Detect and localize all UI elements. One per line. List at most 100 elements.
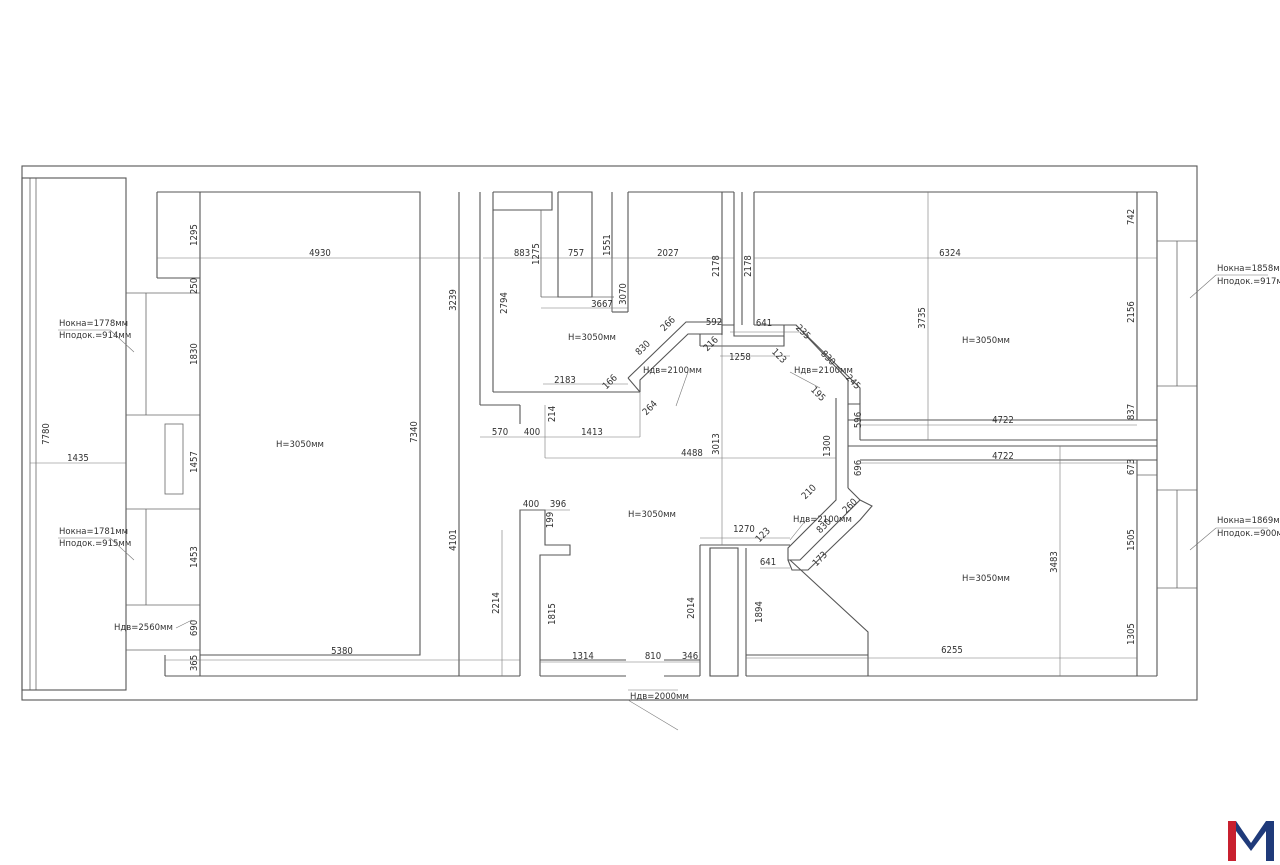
dim-592: 592 — [706, 317, 722, 328]
window-bottom-left-height: Hокна=1781мм — [59, 527, 128, 537]
top-middle-room-walls — [480, 191, 755, 424]
dim-210: 210 — [800, 483, 819, 502]
dim-1830: 1830 — [189, 343, 200, 365]
door-height-balcony: Hдв=2560мм — [114, 623, 173, 633]
door-height-hall-right: Hдв=2100мм — [794, 366, 853, 376]
dim-1435: 1435 — [67, 453, 89, 464]
leader-lines — [58, 274, 1268, 731]
dim-1270: 1270 — [733, 524, 755, 535]
dim-3735: 3735 — [917, 307, 928, 329]
dim-810: 810 — [645, 651, 661, 662]
dim-830a: 830 — [634, 339, 653, 358]
window-bottom-right-sill: Hподок.=900мм — [1217, 529, 1280, 539]
dim-837: 837 — [1126, 404, 1137, 420]
dimension-texts: 4930 1295 250 1830 7780 1435 1457 1453 6… — [41, 209, 1137, 671]
hall-octagon-walls — [627, 321, 1157, 571]
window-bottom-right-height: Hокна=1869мм — [1217, 516, 1280, 526]
dim-4722a: 4722 — [992, 415, 1014, 426]
center-walls — [519, 509, 1157, 677]
dim-396: 396 — [550, 499, 566, 510]
dim-250: 250 — [189, 278, 200, 294]
dim-641a: 641 — [756, 318, 772, 329]
dim-1275: 1275 — [531, 243, 542, 265]
dim-1505: 1505 — [1126, 529, 1137, 551]
room-height-center: H=3050мм — [628, 510, 676, 520]
window-top-right-height: Hокна=1858мм — [1217, 264, 1280, 274]
dim-742: 742 — [1126, 209, 1137, 225]
dim-260: 260 — [841, 497, 860, 516]
dim-2794: 2794 — [499, 292, 510, 314]
dim-2178b: 2178 — [743, 255, 754, 277]
window-bottom-left-sill: Hподок.=915мм — [59, 539, 131, 549]
door-height-entrance: Hдв=2000мм — [630, 692, 689, 702]
dim-166: 166 — [601, 373, 620, 392]
left-room-walls — [126, 191, 520, 677]
dim-1258: 1258 — [729, 352, 751, 363]
right-room-walls — [754, 191, 1197, 676]
dim-2183: 2183 — [554, 375, 576, 386]
dim-4722b: 4722 — [992, 451, 1014, 462]
dim-690: 690 — [189, 620, 200, 636]
dim-195: 195 — [808, 385, 827, 404]
door-height-hall-left: Hдв=2100мм — [643, 366, 702, 376]
dim-346: 346 — [682, 651, 698, 662]
dim-1457: 1457 — [189, 451, 200, 473]
dim-1300: 1300 — [822, 435, 833, 457]
dim-400b: 400 — [523, 499, 539, 510]
dim-7340: 7340 — [409, 421, 420, 443]
company-logo — [1228, 821, 1274, 861]
room-height-bottom-right: H=3050мм — [962, 574, 1010, 584]
dim-216: 216 — [702, 335, 721, 354]
dim-3667: 3667 — [591, 299, 613, 310]
dim-266: 266 — [659, 315, 678, 334]
window-top-left-sill: Hподок.=914мм — [59, 331, 131, 341]
room-height-top-right: H=3050мм — [962, 336, 1010, 346]
dim-5380: 5380 — [331, 646, 353, 657]
window-top-left-height: Hокна=1778мм — [59, 319, 128, 329]
logo-left-stroke — [1228, 821, 1236, 861]
height-labels: H=3050мм H=3050мм H=3050мм H=3050мм H=30… — [59, 264, 1280, 702]
dim-3239: 3239 — [448, 289, 459, 311]
dim-883: 883 — [514, 248, 530, 259]
dim-1453: 1453 — [189, 546, 200, 568]
dim-696: 696 — [853, 460, 864, 476]
door-height-hall-bottom: Hдв=2100мм — [793, 515, 852, 525]
dim-1551: 1551 — [602, 234, 613, 256]
dim-264: 264 — [641, 399, 660, 418]
dimension-lines — [30, 192, 1157, 676]
window-top-right-sill: Hподок.=917мм — [1217, 277, 1280, 287]
dim-2027: 2027 — [657, 248, 679, 259]
room-height-left: H=3050мм — [276, 440, 324, 450]
dim-1295: 1295 — [189, 224, 200, 246]
logo-middle-stroke — [1236, 821, 1266, 851]
dim-2014: 2014 — [686, 597, 697, 619]
dim-7780: 7780 — [41, 423, 52, 445]
dim-1894: 1894 — [754, 601, 765, 623]
dim-757: 757 — [568, 248, 584, 259]
dim-4488: 4488 — [681, 448, 703, 459]
logo-right-stroke — [1266, 821, 1274, 861]
dim-1314: 1314 — [572, 651, 594, 662]
dim-214: 214 — [547, 406, 558, 422]
dim-4930: 4930 — [309, 248, 331, 259]
dim-2178a: 2178 — [711, 255, 722, 277]
dim-3070: 3070 — [618, 283, 629, 305]
dim-641b: 641 — [760, 557, 776, 568]
dim-1305: 1305 — [1126, 623, 1137, 645]
dim-2156: 2156 — [1126, 301, 1137, 323]
dim-1815: 1815 — [547, 603, 558, 625]
dim-6324: 6324 — [939, 248, 961, 259]
dim-199: 199 — [545, 512, 556, 528]
room-height-top-middle: H=3050мм — [568, 333, 616, 343]
dim-365: 365 — [189, 655, 200, 671]
dim-3483: 3483 — [1049, 551, 1060, 573]
dim-2214: 2214 — [491, 592, 502, 614]
dim-123b: 123 — [754, 526, 773, 545]
dim-400a: 400 — [524, 427, 540, 438]
dim-4101: 4101 — [448, 529, 459, 551]
outer-walls — [21, 165, 1198, 701]
dim-596: 596 — [853, 412, 864, 428]
dim-1413: 1413 — [581, 427, 603, 438]
dim-6255: 6255 — [941, 645, 963, 656]
